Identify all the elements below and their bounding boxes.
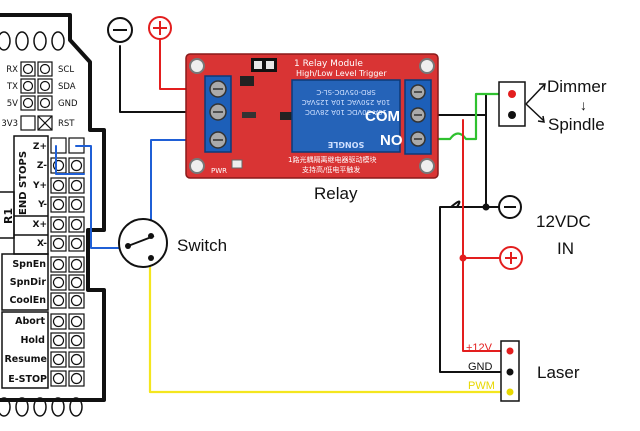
- chinese-line-1: 1路光耦隔离继电器驱动模块: [288, 155, 376, 164]
- dimmer-arrow-icon: ↓: [580, 97, 587, 113]
- relay-label: Relay: [314, 184, 358, 203]
- control-pins-block: [1, 311, 49, 389]
- power-label-line1: 12VDC: [536, 212, 591, 231]
- laser-pin-plus: +12V: [466, 342, 493, 354]
- endstop-x-minus: X-: [37, 239, 47, 249]
- power-label-line2: IN: [557, 239, 574, 258]
- wire-black-gnd: [439, 206, 513, 373]
- relay-module-subtitle: High/Low Level Trigger: [296, 69, 387, 78]
- r1-label: R1: [2, 208, 15, 224]
- wires: [55, 39, 513, 394]
- wire-blue-zminus: [75, 145, 123, 249]
- endstop-y-plus: Y+: [32, 181, 47, 191]
- diode: [280, 112, 294, 120]
- pin-spndir-label: SpnDir: [10, 277, 47, 288]
- transistor: [240, 76, 254, 86]
- top-pads: [0, 31, 65, 51]
- pin-3v3-label: 3V3: [1, 119, 18, 129]
- dimmer-connector: [498, 81, 526, 127]
- relay-brand: SONGLE: [328, 140, 364, 149]
- mount-hole-br: [419, 158, 435, 174]
- wire-red-laser: [462, 257, 507, 352]
- chinese-line-2: 支持高/低电平触发: [302, 165, 360, 174]
- spindle-header: [50, 256, 85, 309]
- pin-abort-label: Abort: [15, 316, 45, 327]
- switch-icon: [118, 218, 168, 268]
- relay-module: 1 Relay Module High/Low Level Trigger PW…: [185, 53, 439, 179]
- laser-label: Laser: [537, 363, 580, 382]
- v12-junction: [459, 254, 467, 262]
- relay-rating-2: 10A 30VDC 10A 28VDC: [305, 108, 387, 116]
- relay-cube: [291, 79, 401, 153]
- endstop-z-minus: Z-: [37, 161, 47, 171]
- endstop-y-minus: Y-: [37, 200, 47, 210]
- com-label: COM: [365, 108, 400, 125]
- laser-pin-pwm: PWM: [468, 380, 495, 392]
- endstops-title: END STOPS: [18, 151, 29, 215]
- no-label: NO: [380, 132, 403, 149]
- endstop-z-plus: Z+: [33, 142, 47, 152]
- spindle-pins-block: [1, 253, 49, 311]
- mount-hole-tr: [419, 58, 435, 74]
- pin-tx-label: TX: [6, 82, 18, 92]
- pin-rst-label: RST: [58, 119, 75, 129]
- wire-green-no: [415, 92, 508, 141]
- wire-blue-board-bus: [55, 145, 85, 175]
- r1-resistor: [0, 191, 15, 239]
- bottom-pads: [0, 397, 83, 417]
- plus-circle-icon: [148, 16, 172, 40]
- board-outline: [0, 13, 106, 402]
- wire-yellow-pwm: [148, 256, 508, 394]
- wire-black-gnd-hop: [450, 200, 472, 208]
- spindle-label: Spindle: [548, 115, 605, 134]
- pin-estop-label: E-STOP: [8, 374, 47, 385]
- control-header: [50, 313, 85, 387]
- mount-hole-bl: [189, 158, 205, 174]
- controller-board: RX TX 5V 3V3 SCL SDA GND RST END STOPS R…: [0, 13, 106, 417]
- minus-circle-icon: [107, 17, 133, 43]
- resistor-chip: [242, 112, 256, 118]
- pin-rx-label: RX: [6, 65, 18, 75]
- relay-module-title: 1 Relay Module: [294, 59, 363, 69]
- pin-scl-label: SCL: [58, 65, 74, 75]
- laser-connector: [500, 340, 520, 402]
- plus-circle-icon-12v: [499, 246, 523, 270]
- switch-label: Switch: [177, 236, 227, 255]
- dimmer-arrows: [525, 83, 546, 123]
- relay-rating-1: 10A 250VAC 10A 125VAC: [302, 98, 391, 106]
- mount-hole-tl: [189, 58, 205, 74]
- pin-resume-label: Resume: [4, 354, 47, 365]
- endstop-x-plus: X+: [33, 220, 47, 230]
- gnd-junction: [482, 203, 490, 211]
- pwr-led: [231, 159, 243, 169]
- pwr-label: PWR: [211, 167, 227, 175]
- dimmer-label: Dimmer: [547, 77, 607, 96]
- pin-5v-label: 5V: [7, 99, 18, 109]
- pin-gnd-label: GND: [58, 99, 78, 109]
- uart-header: [20, 61, 53, 131]
- minus-circle-icon-12v: [498, 195, 522, 219]
- pin-coolen-label: CoolEn: [9, 295, 46, 306]
- relay-part-number: SRD-05VDC-SL-C: [316, 88, 375, 96]
- pin-hold-label: Hold: [20, 335, 45, 346]
- pin-spnen-label: SpnEn: [12, 259, 46, 270]
- laser-pin-gnd: GND: [468, 361, 493, 373]
- pin-sda-label: SDA: [58, 82, 76, 92]
